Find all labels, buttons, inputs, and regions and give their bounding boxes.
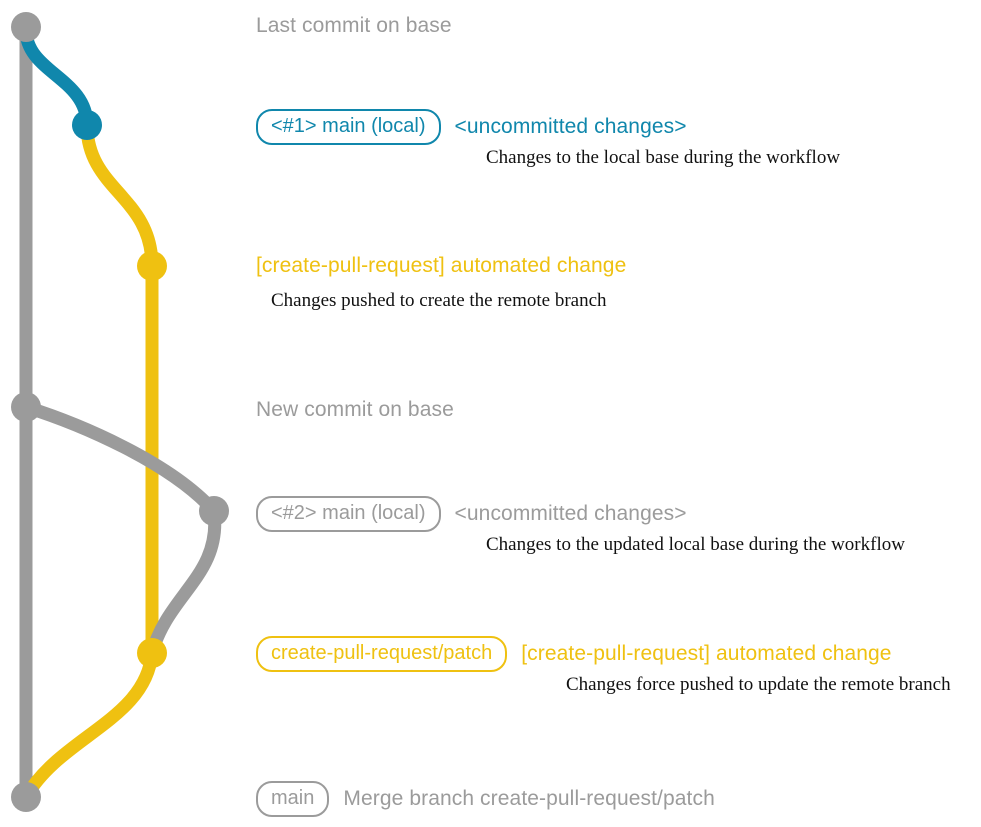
commit-nodes [11, 12, 229, 812]
row-last-commit-on-base: Last commit on base [256, 14, 452, 38]
row-new-commit-on-base: New commit on base [256, 398, 454, 422]
commit-message-merge-commit: Merge branch create-pull-request/patch [343, 787, 715, 810]
edge-local2-to-patch2 [145, 504, 222, 660]
row-local-commit-1: <#1> main (local) <uncommitted changes> [256, 109, 687, 145]
branch-badge-main-local-1[interactable]: <#1> main (local) [256, 109, 441, 145]
commit-message-new-commit-on-base: New commit on base [256, 398, 454, 421]
commit-subtext-patch-commit-1: Changes pushed to create the remote bran… [271, 290, 607, 311]
commit-message-patch-commit-2: [create-pull-request] automated change [521, 642, 892, 665]
edge-local1-to-patch1 [80, 118, 159, 273]
node-local-1 [72, 110, 102, 140]
commit-subtext-local-commit-2: Changes to the updated local base during… [486, 534, 905, 555]
row-patch-commit-2: create-pull-request/patch [create-pull-r… [256, 636, 892, 672]
branch-badge-main[interactable]: main [256, 781, 330, 817]
node-local-2 [199, 496, 229, 526]
node-patch-1 [137, 251, 167, 281]
branch-badge-main-local-2[interactable]: <#2> main (local) [256, 496, 441, 532]
node-patch-2 [137, 638, 167, 668]
commit-message-local-commit-2: <uncommitted changes> [454, 502, 687, 525]
commit-message-patch-commit-1: [create-pull-request] automated change [256, 254, 627, 277]
commit-message-local-commit-1: <uncommitted changes> [454, 115, 687, 138]
node-base-last [11, 12, 41, 42]
row-local-commit-2: <#2> main (local) <uncommitted changes> [256, 496, 687, 532]
node-base-merge [11, 782, 41, 812]
commit-subtext-patch-commit-2: Changes force pushed to update the remot… [566, 674, 951, 695]
edge-base-to-local2 [19, 400, 221, 518]
edge-base-to-local1 [19, 23, 94, 132]
commit-subtext-local-commit-1: Changes to the local base during the wor… [486, 147, 841, 168]
row-patch-commit-1: [create-pull-request] automated change [256, 254, 626, 278]
node-base-new [11, 392, 41, 422]
edge-patch2-to-merge [19, 646, 159, 804]
branch-badge-create-pull-request-patch[interactable]: create-pull-request/patch [256, 636, 508, 672]
row-merge-commit: main Merge branch create-pull-request/pa… [256, 781, 715, 817]
commit-message-last-commit-on-base: Last commit on base [256, 14, 452, 37]
